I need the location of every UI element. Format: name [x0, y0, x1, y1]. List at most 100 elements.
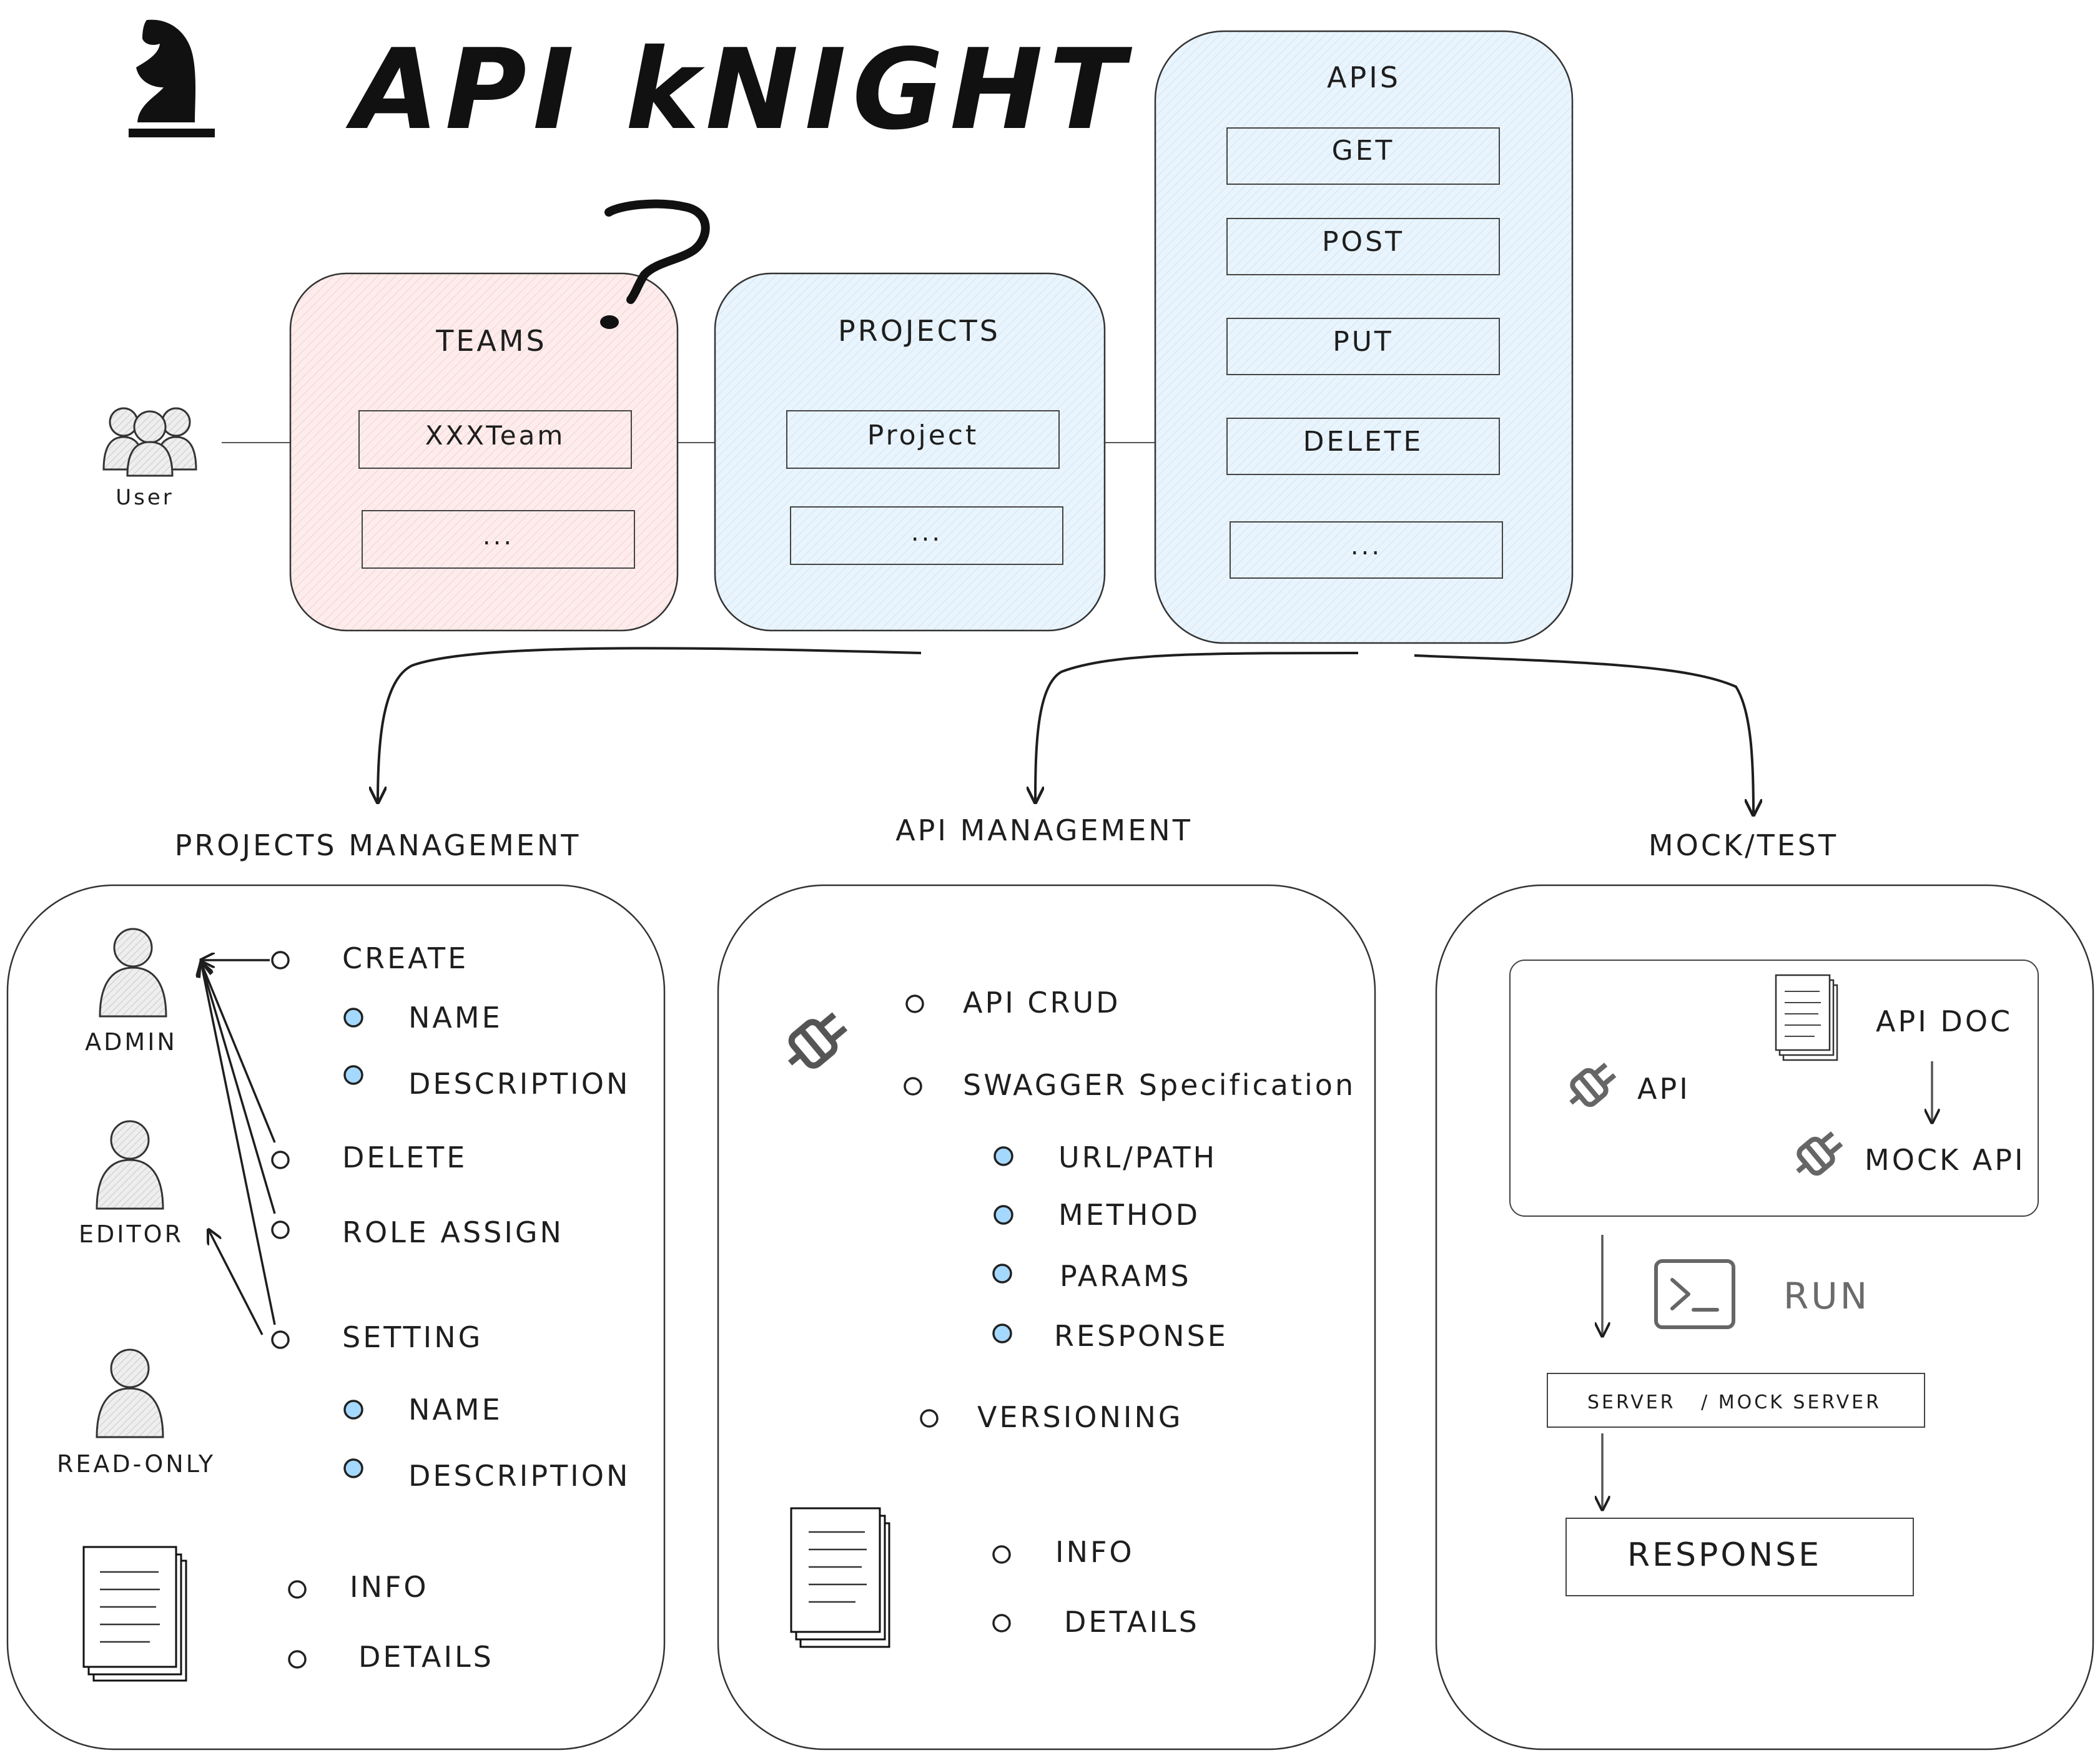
- team-item-more[interactable]: [362, 510, 635, 569]
- arrow-to-api-management: [1035, 652, 1359, 802]
- am-info-label: INFO: [1055, 1535, 1135, 1569]
- setting-label: SETTING: [342, 1320, 483, 1354]
- am-details-label: DETAILS: [1064, 1605, 1200, 1639]
- api-method-more[interactable]: [1230, 521, 1503, 579]
- user-group-icon: [102, 407, 197, 477]
- api-crud-label: API CRUD: [963, 986, 1121, 1019]
- team-item-more-label: ...: [483, 522, 514, 551]
- sub-bullet: [993, 1205, 1013, 1225]
- api-method-delete-label: DELETE: [1303, 426, 1424, 458]
- swagger-method-label: METHOD: [1058, 1198, 1200, 1232]
- plug-icon: [788, 1012, 848, 1069]
- sub-bullet: [343, 1008, 363, 1028]
- sub-bullet: [992, 1264, 1012, 1284]
- setting-description-label: DESCRIPTION: [408, 1459, 630, 1493]
- bullet: [905, 994, 924, 1013]
- bullet: [992, 1614, 1011, 1633]
- apis-box: APIS GET POST PUT DELETE ...: [1154, 30, 1574, 644]
- project-item-more-label: ...: [911, 518, 942, 547]
- api-method-put[interactable]: [1226, 318, 1500, 375]
- question-mark-icon: [600, 199, 710, 329]
- project-item[interactable]: [786, 410, 1060, 469]
- user-label: User: [116, 485, 174, 510]
- projects-management-panel: ADMIN EDITOR READ-ONLY CREATE NAME DESCR…: [6, 884, 666, 1751]
- sub-bullet: [343, 1065, 363, 1085]
- document-stack-icon: [82, 1546, 187, 1682]
- mock-test-panel: API DOC API MOCK API RUN SERVER / MOCK S: [1435, 884, 2094, 1751]
- delete-label: DELETE: [342, 1141, 467, 1174]
- api-doc-label: API DOC: [1876, 1004, 2013, 1038]
- admin-role-icon: [99, 928, 167, 1018]
- bullet: [271, 951, 290, 970]
- bullet: [920, 1409, 939, 1428]
- plug-icon: [1569, 1063, 1617, 1107]
- projects-management-title: PROJECTS MANAGEMENT: [175, 828, 581, 862]
- sub-bullet: [992, 1323, 1012, 1343]
- projects-box: PROJECTS Project ...: [714, 272, 1106, 632]
- api-method-more-label: ...: [1351, 532, 1382, 561]
- swagger-url-path-label: URL/PATH: [1058, 1141, 1217, 1174]
- pm-info-label: INFO: [350, 1570, 429, 1604]
- sub-bullet: [993, 1146, 1013, 1166]
- server-label: SERVER / MOCK SERVER: [1587, 1392, 1881, 1413]
- bullet: [288, 1650, 307, 1669]
- plug-icon: [1796, 1131, 1843, 1176]
- arrow-to-projects-management: [378, 647, 922, 802]
- read-only-role-label: READ-ONLY: [57, 1450, 215, 1478]
- project-item-label: Project: [867, 420, 979, 451]
- projects-title: PROJECTS: [838, 314, 1000, 348]
- arrow-delete-admin: [201, 963, 276, 1143]
- project-item-more[interactable]: [790, 506, 1063, 565]
- teams-box: TEAMS XXXTeam ...: [289, 272, 679, 632]
- team-item-label: XXXTeam: [425, 420, 566, 451]
- setting-name-label: NAME: [408, 1393, 503, 1426]
- api-management-panel: API CRUD SWAGGER Specification URL/PATH …: [717, 884, 1376, 1751]
- api-method-post[interactable]: [1226, 218, 1500, 275]
- editor-role-icon: [96, 1120, 164, 1210]
- sub-bullet: [343, 1400, 363, 1420]
- mock-flow-group: [1509, 960, 2039, 1217]
- versioning-label: VERSIONING: [977, 1400, 1183, 1434]
- create-name-label: NAME: [408, 1001, 503, 1034]
- run-label[interactable]: RUN: [1783, 1275, 1870, 1317]
- page-title: API kNIGHT: [345, 25, 1133, 154]
- response-box: [1565, 1518, 1914, 1596]
- read-only-role-icon: [96, 1348, 164, 1438]
- api-method-get-label: GET: [1332, 135, 1395, 167]
- bullet: [271, 1151, 290, 1169]
- bullet: [271, 1220, 290, 1239]
- team-item[interactable]: [358, 410, 632, 469]
- mock-api-label: MOCK API: [1865, 1143, 2026, 1177]
- mock-api-source-label: API: [1637, 1072, 1690, 1106]
- api-method-put-label: PUT: [1333, 326, 1394, 358]
- document-stack-icon: [790, 1507, 890, 1648]
- arrow-setting-admin: [201, 963, 276, 1325]
- bullet: [288, 1580, 307, 1599]
- api-method-get[interactable]: [1226, 127, 1500, 185]
- server-box: [1547, 1373, 1925, 1428]
- role-assign-label: ROLE ASSIGN: [342, 1215, 564, 1249]
- api-management-title: API MANAGEMENT: [895, 813, 1193, 847]
- api-method-post-label: POST: [1322, 226, 1404, 258]
- bullet: [271, 1330, 290, 1349]
- mock-test-title: MOCK/TEST: [1649, 828, 1838, 862]
- pm-details-label: DETAILS: [358, 1640, 494, 1674]
- arrow-role-assign-admin: [201, 963, 276, 1214]
- swagger-params-label: PARAMS: [1060, 1259, 1191, 1293]
- bullet: [992, 1545, 1011, 1564]
- create-label: CREATE: [342, 941, 468, 975]
- editor-role-label: EDITOR: [79, 1220, 184, 1248]
- swagger-label: SWAGGER Specification: [963, 1068, 1356, 1102]
- terminal-icon[interactable]: [1654, 1259, 1735, 1329]
- sub-bullet: [343, 1458, 363, 1478]
- arrow-to-mock-test: [1414, 654, 1753, 815]
- arrow-setting-editor: [209, 1230, 264, 1335]
- teams-title: TEAMS: [435, 324, 547, 358]
- api-method-delete[interactable]: [1226, 418, 1500, 475]
- admin-role-label: ADMIN: [85, 1028, 177, 1056]
- swagger-response-label: RESPONSE: [1054, 1319, 1228, 1353]
- response-label: RESPONSE: [1627, 1536, 1821, 1574]
- create-description-label: DESCRIPTION: [408, 1067, 630, 1101]
- bullet: [904, 1077, 922, 1096]
- knight-logo-icon: [129, 19, 215, 137]
